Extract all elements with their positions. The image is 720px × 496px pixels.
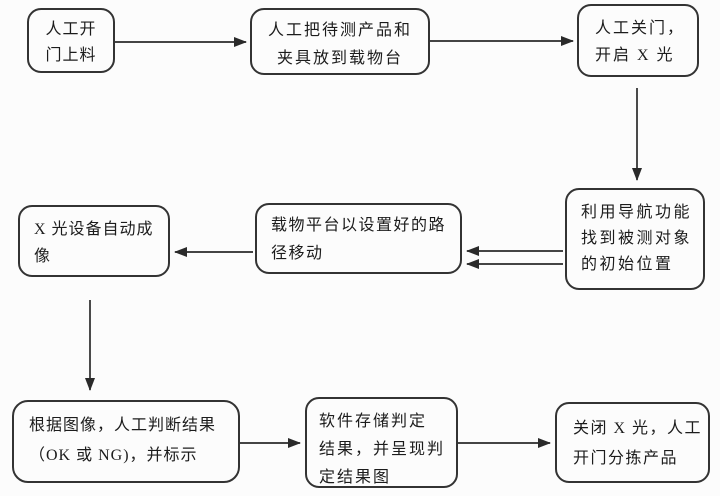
flow-node-close-door-start-xray: 人工关门， 开启 X 光 — [577, 4, 699, 77]
node-text-line: 的初始位置 — [581, 256, 674, 273]
flow-node-xray-auto-imaging: X 光设备自动成 像 — [18, 205, 170, 277]
node-text-line: （OK 或 NG)，并标示 — [29, 447, 198, 464]
flow-node-manual-open-door-load: 人工开 门上料 — [27, 8, 115, 73]
node-text-line: 门上料 — [45, 47, 97, 64]
node-text-line: 人工关门， — [595, 20, 686, 37]
node-text-line: X 光设备自动成 — [34, 221, 154, 238]
node-text-line: 根据图像，人工判断结果 — [29, 417, 217, 434]
flow-node-manual-judge-result: 根据图像，人工判断结果 （OK 或 NG)，并标示 — [12, 400, 240, 483]
node-text-line: 利用导航功能 — [581, 204, 693, 221]
node-text-line: 结果，并呈现判 — [319, 441, 446, 458]
flow-node-place-product-fixture: 人工把待测产品和 夹具放到载物台 — [250, 8, 430, 75]
node-text-line: 开启 X 光 — [595, 47, 675, 64]
node-text-line: 载物平台以设置好的路 — [271, 217, 447, 234]
flow-node-software-store-result: 软件存储判定 结果，并呈现判 定结果图 — [305, 397, 458, 488]
flow-node-stage-move-path: 载物平台以设置好的路 径移动 — [255, 203, 462, 274]
node-text-line: 开门分拣产品 — [573, 450, 679, 467]
node-text-line: 夹具放到载物台 — [276, 50, 403, 67]
node-text-line: 关闭 X 光，人工 — [573, 420, 703, 437]
node-text-line: 人工把待测产品和 — [267, 22, 412, 39]
flow-node-navigate-initial-position: 利用导航功能 找到被测对象 的初始位置 — [565, 188, 705, 290]
node-text-line: 找到被测对象 — [581, 230, 693, 247]
node-text-line: 径移动 — [271, 245, 324, 262]
node-text-line: 人工开 — [45, 21, 97, 38]
flow-node-close-xray-sort-product: 关闭 X 光，人工 开门分拣产品 — [555, 402, 710, 483]
node-text-line: 定结果图 — [319, 469, 392, 486]
node-text-line: 软件存储判定 — [319, 413, 428, 430]
node-text-line: 像 — [34, 248, 52, 265]
